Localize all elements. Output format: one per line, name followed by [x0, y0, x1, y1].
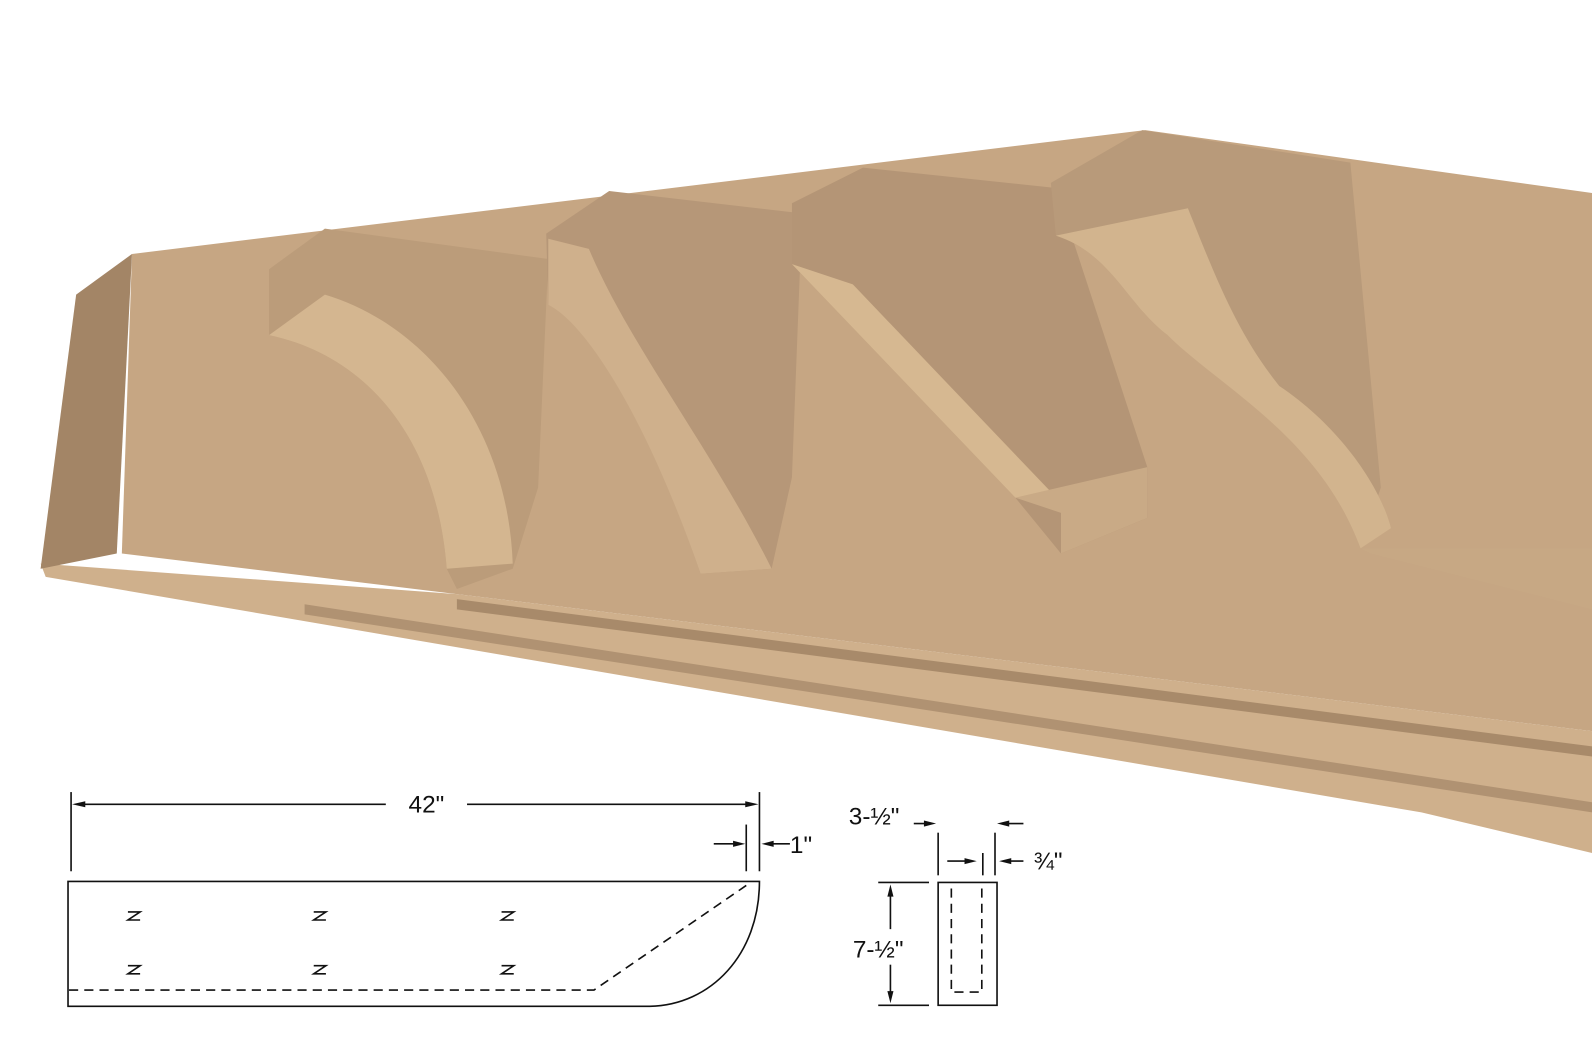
- beam-lower-groove-2: [304, 604, 1592, 813]
- beam-front-strip: [40, 563, 1592, 853]
- bracket-3-foot: [1015, 467, 1148, 554]
- beam-left-end: [40, 253, 132, 569]
- end-hidden-line: [950, 888, 983, 993]
- bracket-4-step: [1360, 548, 1592, 610]
- bracket-2-face: [548, 238, 772, 574]
- end-profile-outline: [937, 881, 998, 1007]
- height-label: 7-½": [853, 937, 904, 964]
- side-view-drawing: 42" 1": [67, 791, 812, 1008]
- width-label: 3-½": [849, 804, 900, 831]
- wall-thickness-label: ¾": [1034, 848, 1063, 875]
- wood-corbel-beam-photo: [40, 130, 1592, 853]
- bracket-3: [791, 167, 1148, 554]
- end-view-drawing: 3-½" ¾" 7-½": [849, 804, 1063, 1007]
- offset-label: 1": [790, 832, 812, 859]
- bracket-2: [546, 191, 803, 574]
- fastener-marks: [125, 911, 517, 975]
- hidden-line: [69, 884, 747, 991]
- bracket-3-face: [791, 264, 1067, 508]
- side-profile-outline: [67, 880, 761, 1008]
- bracket-4-face: [1055, 208, 1391, 549]
- length-label: 42": [409, 791, 445, 818]
- beam-lower-groove: [456, 599, 1592, 757]
- bracket-1-face: [269, 294, 513, 569]
